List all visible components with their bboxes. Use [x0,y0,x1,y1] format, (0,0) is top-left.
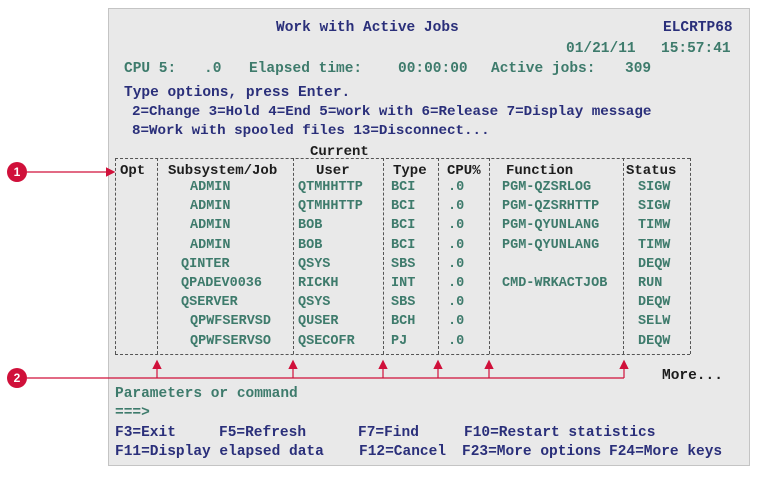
job-type: BCI [391,180,416,195]
active-jobs-label: Active jobs: [491,61,596,77]
job-status: TIMW [638,237,671,253]
job-user: QUSER [298,314,339,330]
elapsed-value: 00:00:00 [398,61,468,77]
job-function: PGM-QZSRLOG [502,180,592,195]
job-cpu: .0 [448,180,465,195]
job-function: PGM-QYUNLANG [502,237,600,253]
job-type: SBS [391,256,416,272]
job-type: BCI [391,237,416,253]
column-divider [690,158,691,354]
terminal-screen [108,8,750,466]
table-top-border [115,158,690,159]
time: 15:57:41 [661,41,731,57]
command-label: Parameters or command [115,386,298,402]
column-divider [623,158,624,354]
table-bottom-border [115,354,690,355]
more-indicator: More... [662,368,723,384]
job-name: ADMIN [190,180,231,195]
column-divider [489,158,490,354]
instructions-line-2: 2=Change 3=Hold 4=End 5=work with 6=Rele… [132,104,652,120]
job-name: QPADEV0036 [181,276,263,291]
job-user: QSYS [298,295,331,311]
column-header-user: User [316,163,350,179]
column-header-opt: Opt [120,163,146,179]
f23-more-options-key[interactable]: F23=More options [462,444,602,460]
f11-display-elapsed-key[interactable]: F11=Display elapsed data [115,444,324,460]
callout-badge-1: 1 [7,162,27,182]
f7-find-key[interactable]: F7=Find [358,425,419,441]
callout-badge-2: 2 [7,368,27,388]
job-name: ADMIN [190,237,231,253]
job-status: SIGW [638,199,671,215]
column-divider [293,158,294,354]
job-user: QTMHHTTP [298,199,363,215]
job-status: TIMW [638,218,671,234]
job-user: QSECOFR [298,333,355,349]
active-jobs-value: 309 [625,61,652,77]
f12-cancel-key[interactable]: F12=Cancel [359,444,447,460]
elapsed-label: Elapsed time: [249,61,363,77]
column-divider [383,158,384,354]
job-status: RUN [638,276,663,291]
column-divider [438,158,439,354]
system-name: ELCRTP68 [663,20,733,36]
job-cpu: .0 [448,333,465,349]
job-function: PGM-QZSRHTTP [502,199,600,215]
job-user: QTMHHTTP [298,180,363,195]
f3-exit-key[interactable]: F3=Exit [115,425,176,441]
f10-restart-statistics-key[interactable]: F10=Restart statistics [464,425,656,441]
column-divider [115,158,116,354]
job-type: PJ [391,333,408,349]
instructions-line-3: 8=Work with spooled files 13=Disconnect.… [132,123,490,139]
job-cpu: .0 [448,295,465,311]
job-cpu: .0 [448,276,465,291]
job-type: SBS [391,295,416,311]
column-header-cpu: CPU% [447,163,481,179]
job-user: BOB [298,237,323,253]
job-name: ADMIN [190,199,231,215]
job-function: PGM-QYUNLANG [502,218,600,234]
job-cpu: .0 [448,218,465,234]
screen-title: Work with Active Jobs [276,20,459,36]
job-cpu: .0 [448,314,465,330]
job-cpu: .0 [448,199,465,215]
job-name: QSERVER [181,295,238,311]
job-user: QSYS [298,256,331,272]
f5-refresh-key[interactable]: F5=Refresh [219,425,307,441]
job-status: DEQW [638,256,671,272]
job-status: DEQW [638,333,671,349]
job-name: QPWFSERVSD [190,314,272,330]
job-name: QPWFSERVSO [190,333,272,349]
job-cpu: .0 [448,256,465,272]
job-function: CMD-WRKACTJOB [502,276,608,291]
column-header-type: Type [393,163,427,179]
column-header-status: Status [626,163,677,179]
column-header-function: Function [506,163,574,179]
job-name: QINTER [181,256,230,272]
job-status: DEQW [638,295,671,311]
job-type: INT [391,276,416,291]
job-type: BCI [391,199,416,215]
column-divider [157,158,158,354]
job-user: RICKH [298,276,339,291]
command-prompt: ===> [115,405,150,421]
instructions-line-1: Type options, press Enter. [124,85,351,101]
date: 01/21/11 [566,41,636,57]
job-status: SIGW [638,180,671,195]
job-status: SELW [638,314,671,330]
cpu-value: .0 [204,61,222,77]
column-header-job: Subsystem/Job [168,163,278,179]
f24-more-keys-key[interactable]: F24=More keys [609,444,723,460]
column-header-current: Current [310,144,369,160]
job-user: BOB [298,218,323,234]
job-type: BCH [391,314,416,330]
cpu-label: CPU 5: [124,61,177,77]
job-type: BCI [391,218,416,234]
job-cpu: .0 [448,237,465,253]
job-name: ADMIN [190,218,231,234]
